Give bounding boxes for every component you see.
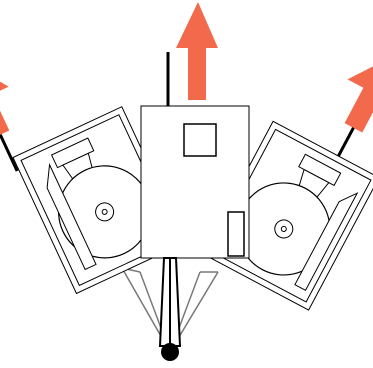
pivot-joint — [161, 343, 179, 361]
right-port — [294, 192, 359, 292]
arrow-up-icon — [176, 2, 218, 100]
arrow-up-icon — [0, 62, 10, 139]
center-top-panel — [183, 123, 217, 157]
center-unit — [140, 2, 250, 259]
mount-stand — [158, 257, 182, 361]
left-horn-mouth — [50, 137, 95, 169]
right-horn-mouth — [298, 153, 342, 187]
left-aim-line — [0, 125, 19, 172]
arrow-up-icon — [344, 57, 373, 133]
right-speaker-unit — [201, 57, 373, 311]
left-speaker-unit — [0, 62, 186, 295]
right-woofer-center — [280, 225, 287, 232]
center-side-panel — [227, 211, 245, 257]
left-port — [46, 162, 97, 271]
left-woofer-center — [101, 208, 108, 215]
